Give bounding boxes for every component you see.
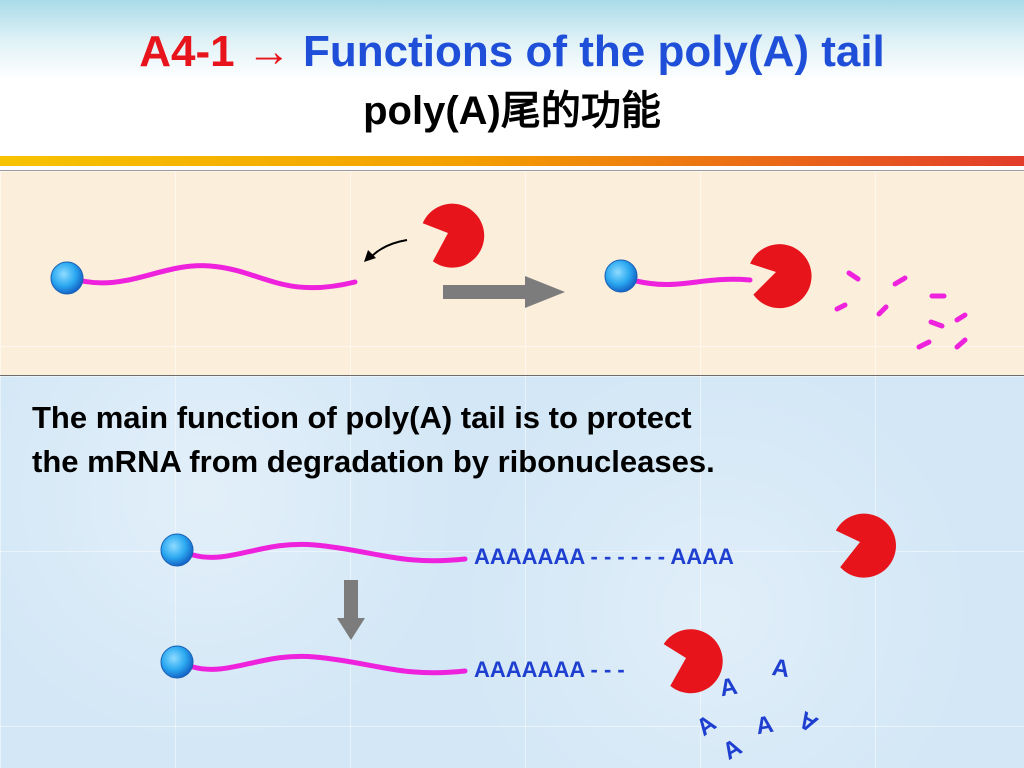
title-band (0, 0, 1024, 160)
mrna-strand (67, 263, 358, 291)
title-divider (0, 156, 1024, 166)
title-main: Functions of the poly(A) tail (303, 27, 885, 76)
nuclease-icon (663, 629, 723, 694)
title-code: A4-1 (139, 27, 235, 76)
released-adenine: A (770, 653, 792, 684)
rna-fragments (834, 270, 968, 350)
down-arrow-shaft (344, 580, 358, 622)
description-text: The main function of poly(A) tail is to … (32, 396, 932, 484)
cap-5prime (160, 645, 194, 679)
cap-5prime (604, 259, 638, 293)
nuclease-icon (750, 244, 812, 309)
down-arrow-icon (337, 618, 365, 640)
cap-5prime (50, 261, 84, 295)
mrna-strand (190, 653, 468, 676)
degradation-panel (0, 170, 1024, 376)
mrna-strand-degrading (633, 276, 753, 287)
nuclease-icon (835, 513, 896, 578)
poly-a-tail-intact: AAAAAAA - - - - - - AAAA (474, 544, 734, 569)
process-arrow-icon (525, 276, 565, 308)
process-arrow-shaft (443, 285, 529, 299)
title-subtitle: poly(A)尾的功能 (363, 89, 661, 133)
mrna-strand (190, 541, 468, 564)
cap-5prime (160, 533, 194, 567)
poly-a-tail-degraded: AAAAAAA - - - (474, 657, 625, 682)
description-line-1: The main function of poly(A) tail is to … (32, 400, 692, 435)
title-arrow: → (246, 27, 291, 76)
nuclease-icon (422, 203, 485, 268)
approach-arrowhead-icon (364, 250, 376, 262)
slide-title: A4-1 → Functions of the poly(A) tail (0, 26, 1024, 78)
approach-arrow-icon (369, 239, 408, 259)
description-line-2: the mRNA from degradation by ribonucleas… (32, 444, 715, 479)
